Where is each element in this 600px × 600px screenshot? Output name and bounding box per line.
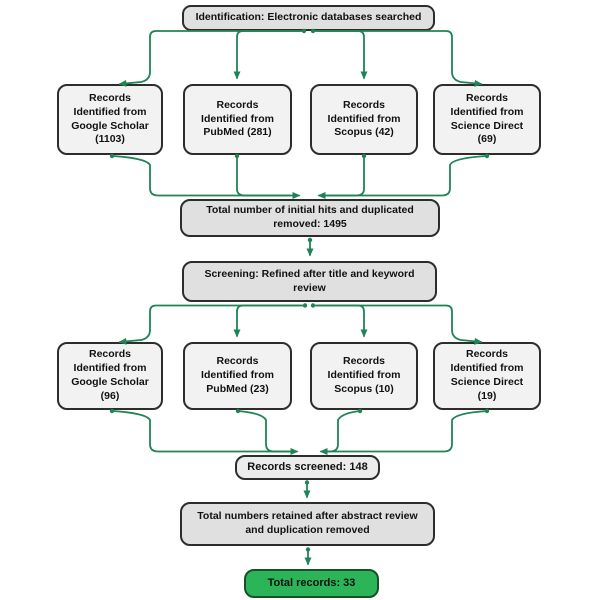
node-records-google-scholar-initial: Records Identified from Google Scholar (… [57, 84, 163, 155]
node-total-retained: Total numbers retained after abstract re… [180, 502, 435, 546]
node-records-scopus-refined: Records Identified from Scopus (10) [310, 342, 418, 410]
node-records-science-direct-refined: Records Identified from Science Direct (… [433, 342, 541, 410]
node-records-pubmed-refined: Records Identified from PubMed (23) [183, 342, 292, 410]
node-total-initial-hits: Total number of initial hits and duplica… [180, 199, 440, 237]
node-records-pubmed-initial: Records Identified from PubMed (281) [183, 84, 292, 155]
node-records-science-direct-initial: Records Identified from Science Direct (… [433, 84, 541, 155]
node-records-scopus-initial: Records Identified from Scopus (42) [310, 84, 418, 155]
node-total-records: Total records: 33 [244, 569, 379, 598]
node-screening-header: Screening: Refined after title and keywo… [182, 261, 437, 302]
node-records-screened: Records screened: 148 [235, 455, 380, 480]
node-records-google-scholar-refined: Records Identified from Google Scholar (… [57, 342, 163, 410]
node-identification-header: Identification: Electronic databases sea… [182, 5, 435, 31]
